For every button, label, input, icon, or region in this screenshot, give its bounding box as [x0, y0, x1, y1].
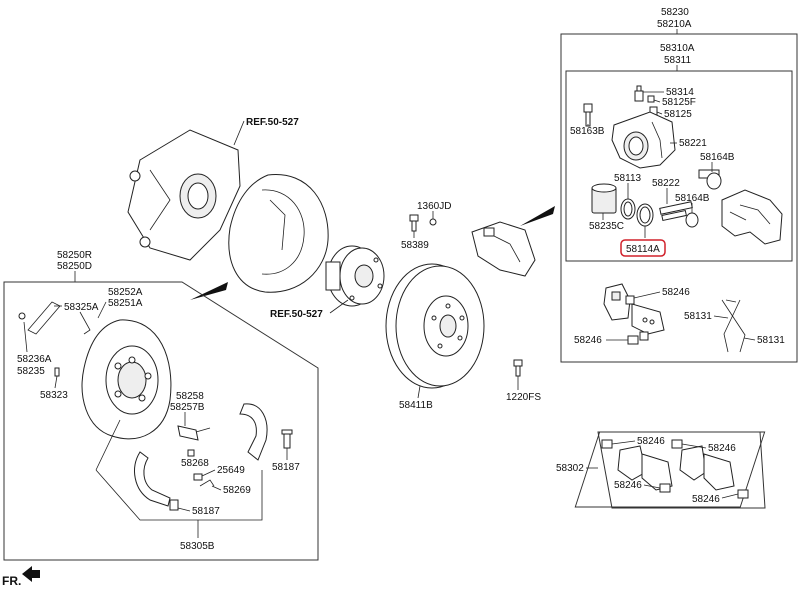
label-25649[interactable]: 25649: [217, 465, 245, 476]
label-58311[interactable]: 58311: [664, 55, 692, 66]
piston-part: [591, 183, 617, 214]
ref-label-2[interactable]: REF.50-527: [270, 309, 323, 320]
label-58325A[interactable]: 58325A: [64, 302, 99, 313]
label-58164B-a[interactable]: 58164B: [700, 152, 735, 163]
direction-arrow-left: [190, 282, 228, 300]
label-58210A[interactable]: 58210A: [657, 19, 692, 30]
label-58268[interactable]: 58268: [181, 458, 209, 469]
label-58246-d[interactable]: 58246: [708, 443, 736, 454]
label-58258[interactable]: 58258: [176, 391, 204, 402]
backing-plate-part: [228, 174, 329, 293]
disc-screw-part: [513, 359, 523, 377]
label-58257B[interactable]: 58257B: [170, 402, 205, 413]
bleeder-screw-part: [634, 85, 658, 117]
front-label: FR.: [2, 574, 21, 588]
adjuster-part: [177, 425, 215, 487]
label-58269[interactable]: 58269: [223, 485, 251, 496]
label-58314[interactable]: 58314: [666, 87, 694, 98]
knuckle-part: [127, 129, 241, 261]
label-58246-a[interactable]: 58246: [662, 287, 690, 298]
label-58221[interactable]: 58221: [679, 138, 707, 149]
caliper-carrier-part: [721, 189, 783, 245]
label-1220FS[interactable]: 1220FS: [506, 392, 541, 403]
label-58250D[interactable]: 58250D: [57, 261, 92, 272]
shoe-set-bracket: [95, 419, 263, 521]
label-58131-a[interactable]: 58131: [684, 311, 712, 322]
label-58131-b[interactable]: 58131: [757, 335, 785, 346]
label-58113[interactable]: 58113: [614, 173, 642, 184]
label-58246-c[interactable]: 58246: [637, 436, 665, 447]
label-58411B[interactable]: 58411B: [399, 400, 433, 411]
label-58222[interactable]: 58222: [652, 178, 680, 189]
lever-part: [18, 301, 91, 335]
caliper-subassembly-box: [565, 70, 793, 262]
label-58236A[interactable]: 58236A: [17, 354, 52, 365]
label-58114A[interactable]: 58114A: [626, 244, 660, 255]
label-58310A[interactable]: 58310A: [660, 43, 695, 54]
caliper-assembly-box: [560, 33, 798, 363]
direction-arrow-right: [520, 206, 555, 226]
caliper-on-mount-part: [471, 221, 536, 277]
parking-brake-box: [3, 281, 319, 561]
label-58389[interactable]: 58389: [401, 240, 429, 251]
pad-kit-outline: [597, 431, 766, 509]
label-58302[interactable]: 58302: [556, 463, 584, 474]
brake-pad-part: [603, 283, 665, 335]
label-58125[interactable]: 58125: [664, 109, 692, 120]
brake-shoe-part: [134, 403, 268, 507]
wheel-hub-part: [325, 245, 385, 307]
label-58250R[interactable]: 58250R: [57, 250, 92, 261]
label-58246-f[interactable]: 58246: [692, 494, 720, 505]
guide-bolt-part: [583, 103, 593, 127]
screw-part: [409, 214, 437, 232]
label-58163B[interactable]: 58163B: [570, 126, 605, 137]
label-58235[interactable]: 58235: [17, 366, 45, 377]
guide-pin-boot-part: [698, 169, 722, 190]
brake-disc-part: [385, 263, 485, 389]
label-58252A[interactable]: 58252A: [108, 287, 143, 298]
label-1360JD[interactable]: 1360JD: [417, 201, 451, 212]
label-58246-e[interactable]: 58246: [614, 480, 642, 491]
front-arrow-icon: [22, 566, 40, 582]
label-58125F[interactable]: 58125F: [662, 97, 696, 108]
label-58235C[interactable]: 58235C: [589, 221, 624, 232]
label-58305B[interactable]: 58305B: [180, 541, 215, 552]
label-58187-b[interactable]: 58187: [192, 506, 220, 517]
pad-kit-pads-part: [601, 439, 749, 499]
ref-label-1[interactable]: REF.50-527: [246, 117, 299, 128]
label-58251A[interactable]: 58251A: [108, 298, 143, 309]
parking-backing-plate-part: [81, 319, 172, 440]
anti-rattle-spring-part: [721, 299, 746, 353]
label-58230[interactable]: 58230: [661, 7, 689, 18]
guide-pin-boot-b-part: [685, 212, 699, 228]
label-58164B-b[interactable]: 58164B: [675, 193, 710, 204]
highlight-58114A: [620, 239, 666, 257]
label-58246-b[interactable]: 58246: [574, 335, 602, 346]
label-58323[interactable]: 58323: [40, 390, 68, 401]
caliper-body-part: [611, 111, 676, 169]
label-58187-a[interactable]: 58187: [272, 462, 300, 473]
